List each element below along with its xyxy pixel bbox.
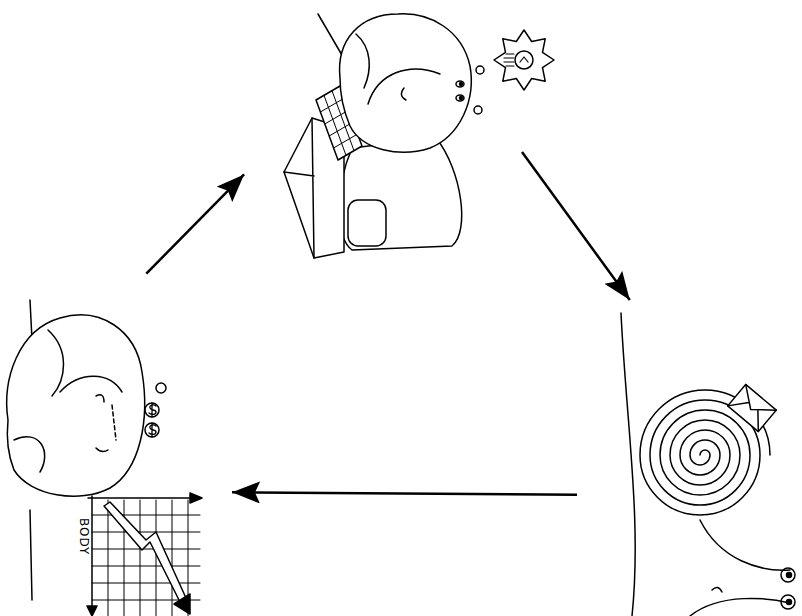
- snail-pupil: [787, 573, 792, 578]
- bulb-screw: [504, 54, 528, 66]
- envelope-flap: [728, 384, 777, 431]
- hair-curve: [14, 330, 122, 472]
- cycle-arrow: [232, 492, 577, 494]
- cycle-arrow: [146, 174, 244, 273]
- hair-curve: [356, 34, 440, 104]
- cheek-line: [112, 405, 116, 440]
- chart-axis: [88, 496, 198, 614]
- trend-arrowhead: [174, 594, 190, 614]
- illustration-node: BODY: [0, 300, 205, 616]
- falling-trend: [104, 502, 186, 602]
- lightbulb: [515, 51, 533, 69]
- snail-eye: [781, 568, 795, 582]
- nose: [96, 395, 104, 402]
- illustration-node: [282, 10, 522, 258]
- dollar-sign: [149, 403, 156, 437]
- snail-pupil: [787, 600, 792, 605]
- envelope-body: [728, 384, 777, 431]
- eye: [456, 95, 464, 101]
- body-outline: [339, 138, 461, 250]
- mouth: [96, 448, 108, 452]
- axis-label: BODY: [78, 518, 90, 555]
- snail-eye: [781, 595, 795, 609]
- ear: [474, 106, 482, 114]
- nose: [401, 88, 406, 100]
- ear: [156, 383, 166, 393]
- envelope: [728, 384, 777, 431]
- ear: [476, 66, 484, 74]
- chart-grid: [92, 500, 200, 616]
- idea-burst: [494, 30, 554, 90]
- illustration-node: [615, 300, 800, 616]
- eye: [456, 81, 464, 87]
- head-outline: [340, 14, 472, 152]
- pupil: [460, 97, 463, 100]
- cycle-arrow: [522, 152, 630, 300]
- axis-arrowhead: [190, 493, 202, 503]
- head-outline: [7, 315, 145, 496]
- computer-edge: [284, 118, 314, 258]
- hand: [348, 200, 386, 246]
- axis-arrowhead: [87, 606, 97, 616]
- snail-foot: [690, 520, 790, 616]
- snail-body: [621, 313, 635, 616]
- pupil: [460, 83, 463, 86]
